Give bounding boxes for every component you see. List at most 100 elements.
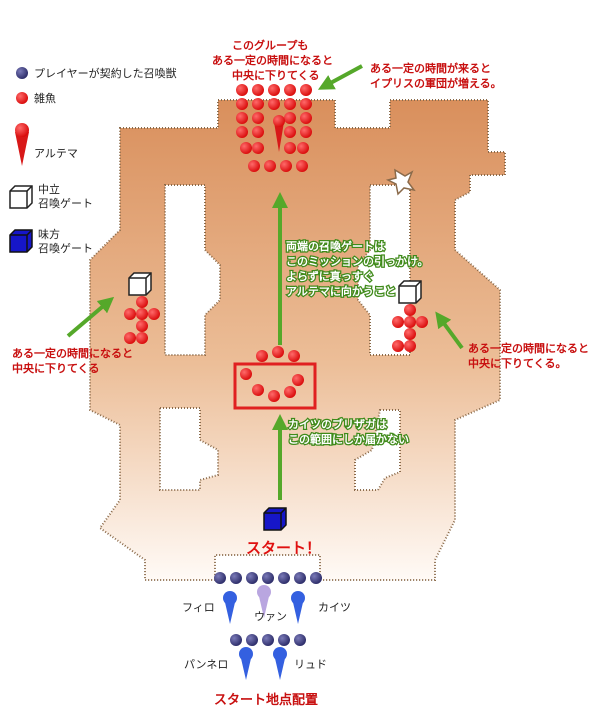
arrows (66, 64, 464, 500)
mob-marker (252, 142, 264, 154)
mob-marker (300, 126, 312, 138)
blizzaga-range-box (233, 362, 317, 410)
mob-marker (268, 84, 280, 96)
party-member-dot (230, 572, 242, 584)
mob-marker (252, 112, 264, 124)
party-member-dot (278, 634, 290, 646)
mob-marker (392, 340, 404, 352)
mob-marker (236, 98, 248, 110)
note-middle-1: 両端の召喚ゲートは (286, 239, 385, 253)
mob-marker (268, 98, 280, 110)
legend-ultima: アルテマ (34, 147, 78, 160)
mob-marker (272, 346, 284, 358)
ultima-marker (273, 115, 285, 152)
party-label-ryudo: リュド (294, 658, 327, 671)
mob-marker (404, 316, 416, 328)
ally-gate-icon (263, 507, 287, 531)
mob-marker (284, 84, 296, 96)
party-member-dot (246, 572, 258, 584)
mob-marker (136, 332, 148, 344)
note-blizzaga-2: この範囲にしか届かない (288, 432, 409, 446)
note-right-2: 中央に下りてくる。 (468, 356, 566, 370)
mob-marker (252, 98, 264, 110)
party-label-kaitsu: カイツ (318, 601, 351, 614)
note-top-right-1: ある一定の時間が来ると (370, 61, 491, 75)
mob-marker (136, 296, 148, 308)
mob-marker (296, 160, 308, 172)
mob-marker (136, 308, 148, 320)
arrow-right (435, 311, 464, 350)
mob-marker (404, 328, 416, 340)
mob-markers (124, 84, 428, 402)
mob-marker (236, 126, 248, 138)
mob-marker (284, 126, 296, 138)
mob-marker (300, 112, 312, 124)
party-member-dot (262, 634, 274, 646)
mob-marker (297, 142, 309, 154)
mob-marker (284, 112, 296, 124)
note-top-group-2: ある一定の時間になると (212, 53, 333, 67)
mob-marker (284, 386, 296, 398)
start-label: スタート！ (246, 539, 321, 557)
mob-marker (404, 340, 416, 352)
start-position-label: スタート地点配置 (214, 692, 318, 708)
firo-marker (223, 591, 237, 624)
mob-marker (292, 374, 304, 386)
note-right-1: ある一定の時間になると (468, 341, 589, 355)
note-top-right-2: イプリスの軍団が増える。 (370, 76, 502, 90)
mob-marker (416, 316, 428, 328)
mob-marker (136, 320, 148, 332)
neutral-gate-icon (398, 280, 422, 304)
legend-player-summons: プレイヤーが契約した召喚獣 (34, 66, 177, 80)
mob-marker (264, 160, 276, 172)
neutral-gate-icon (128, 272, 152, 296)
party-member-dot (278, 572, 290, 584)
note-middle-2: このミッションの引っかけ。 (286, 254, 428, 268)
legend (9, 67, 33, 253)
mob-marker (252, 384, 264, 396)
mob-marker (252, 126, 264, 138)
party-member-dot (246, 634, 258, 646)
mob-marker (300, 84, 312, 96)
note-left-2: 中央に下りてくる (12, 361, 99, 375)
note-middle-4: アルテマに向かうこと (286, 284, 396, 298)
mob-marker (284, 98, 296, 110)
arrow-top-right (317, 64, 363, 90)
party-member-dot (262, 572, 274, 584)
note-middle-3: よらずに真っすぐ (286, 269, 374, 283)
kaitsu-marker (291, 591, 305, 624)
mob-marker (240, 142, 252, 154)
mob-marker (240, 368, 252, 380)
neutral-gate-legend-icon (9, 185, 33, 209)
legend-ally-gate-1: 味方 (38, 227, 60, 241)
party-member-dot (310, 572, 322, 584)
mob-marker (236, 84, 248, 96)
legend-ally-gate-2: 召喚ゲート (38, 242, 93, 255)
party-member-dot (294, 572, 306, 584)
wan-marker (257, 585, 271, 618)
mob-marker (404, 304, 416, 316)
party-markers (214, 572, 322, 680)
panero-marker (239, 647, 253, 680)
note-left-1: ある一定の時間になると (12, 346, 133, 360)
mob-marker (124, 332, 136, 344)
mob-marker (268, 390, 280, 402)
legend-mobs: 雑魚 (34, 91, 56, 105)
mob-marker (392, 316, 404, 328)
party-label-wan: ウァン (254, 610, 287, 623)
party-label-firo: フィロ (182, 601, 215, 614)
party-member-dot (294, 634, 306, 646)
note-top-group-1: このグループも (232, 38, 308, 52)
legend-neutral-gate-2: 召喚ゲート (38, 197, 93, 210)
mob-legend-icon (16, 92, 28, 104)
mob-marker (148, 308, 160, 320)
mob-marker (248, 160, 260, 172)
player-summon-legend-icon (16, 67, 28, 79)
mob-marker (256, 350, 268, 362)
party-member-dot (214, 572, 226, 584)
party-member-dot (230, 634, 242, 646)
ally-gate-legend-icon (9, 229, 33, 253)
legend-neutral-gate-1: 中立 (38, 182, 60, 196)
mob-marker (300, 98, 312, 110)
